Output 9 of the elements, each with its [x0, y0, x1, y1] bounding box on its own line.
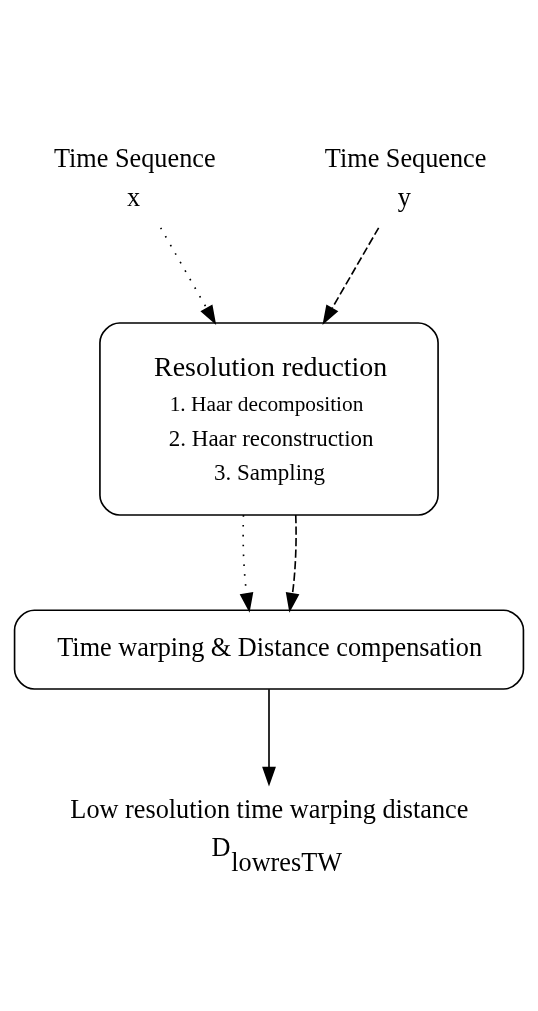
arrow	[285, 513, 300, 613]
node-text: Time Sequence x	[53, 143, 216, 212]
node-box: Time warping & Distance compensation	[13, 608, 525, 690]
arrow	[262, 687, 276, 787]
node-text: Time Sequence y	[324, 143, 487, 212]
arrow	[159, 226, 217, 325]
arrow	[322, 226, 380, 325]
node-box: Resolution reduction 1. Haar decomposition 2. Haar reconstruction 3. Sampling	[99, 321, 439, 516]
arrow	[239, 513, 254, 613]
